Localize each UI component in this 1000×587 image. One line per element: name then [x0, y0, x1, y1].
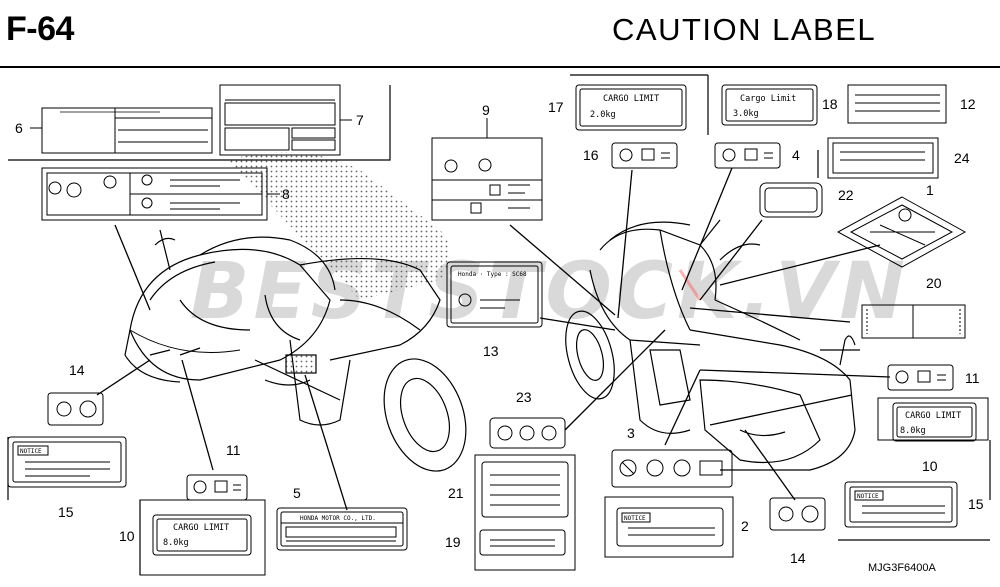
part-number-23: 23: [516, 389, 532, 405]
honda-motor-text: HONDA MOTOR CO., LTD.: [300, 515, 376, 522]
part-number-13: 13: [483, 343, 499, 359]
part-number-19: 19: [445, 534, 461, 550]
page-title: CAUTION LABEL: [612, 12, 877, 47]
label-part-3: [611, 449, 733, 488]
weight-text-17: 2.0kg: [590, 110, 616, 120]
part-number-2: 2: [741, 518, 749, 534]
part-number-8: 8: [282, 186, 290, 202]
notice-text-15-left: NOTICE: [20, 448, 42, 455]
part-number-7: 7: [356, 112, 364, 128]
part-number-10-right: 10: [922, 458, 938, 474]
label-part-23: [489, 417, 566, 449]
part-number-12: 12: [960, 96, 976, 112]
label-part-20: [861, 304, 966, 339]
motorcycle-left-illustration: [124, 152, 467, 472]
header-divider: [0, 66, 1000, 68]
label-part-9: [431, 137, 543, 221]
label-part-15-left: [7, 436, 127, 488]
notice-text-15-right: NOTICE: [857, 493, 879, 500]
part-number-1: 1: [926, 182, 934, 198]
part-number-14-left: 14: [69, 362, 85, 378]
label-part-21: [474, 454, 576, 571]
part-number-18: 18: [822, 96, 838, 112]
label-part-7: [219, 84, 341, 156]
part-number-10-left: 10: [119, 528, 135, 544]
part-number-6: 6: [15, 120, 23, 136]
part-number-3: 3: [627, 425, 635, 441]
honda-type-text: Honda · Type : SC68: [458, 271, 527, 278]
part-number-22: 22: [838, 187, 854, 203]
diagram-code: MJG3F6400A: [868, 562, 936, 574]
part-number-24: 24: [954, 150, 970, 166]
label-part-8: [41, 167, 268, 221]
label-part-24: [827, 137, 939, 179]
label-part-19: [479, 529, 566, 556]
part-number-21: 21: [448, 485, 464, 501]
part-number-11-right: 11: [965, 370, 980, 386]
part-number-15-right: 15: [968, 496, 984, 512]
label-part-10-right: [877, 397, 989, 442]
label-part-4: [714, 142, 781, 169]
weight-text-10-right: 8.0kg: [900, 426, 926, 436]
part-number-5: 5: [293, 485, 301, 501]
label-part-11-left: [186, 474, 248, 501]
cargo-limit-text-17: CARGO LIMIT: [603, 94, 659, 104]
label-part-15-right: [844, 481, 958, 528]
page-code: F-64: [6, 10, 74, 48]
leader-lines: [96, 167, 891, 511]
part-number-9: 9: [482, 102, 490, 118]
label-part-1: [836, 196, 967, 268]
part-number-4: 4: [792, 147, 800, 163]
part-number-16: 16: [583, 147, 599, 163]
cargo-limit-text-10-left: CARGO LIMIT: [173, 523, 229, 533]
part-number-17: 17: [548, 99, 564, 115]
label-part-17: [575, 84, 687, 131]
label-part-10-left: [139, 499, 266, 576]
notice-text-2: NOTICE: [624, 515, 646, 522]
label-part-6: [41, 107, 213, 154]
label-part-22: [759, 182, 823, 218]
cargo-limit-text-10-right: CARGO LIMIT: [905, 411, 961, 421]
cargo-limit-text-18: Cargo Limit: [740, 94, 796, 104]
label-part-14-right: [769, 497, 826, 531]
part-number-14-right: 14: [790, 550, 806, 566]
weight-text-10-left: 8.0kg: [163, 538, 189, 548]
label-part-13: [446, 261, 543, 328]
watermark: BESTSTOCK.VN: [190, 247, 909, 337]
label-part-11-right: [887, 364, 954, 391]
label-part-18: [721, 84, 818, 126]
motorcycle-right-illustration: [565, 219, 860, 471]
part-number-11-left: 11: [226, 442, 241, 458]
label-part-5: [276, 507, 408, 551]
part-number-15-left: 15: [58, 504, 74, 520]
weight-text-18: 3.0kg: [733, 109, 759, 119]
label-part-14-left: [47, 392, 104, 426]
label-part-12: [847, 84, 947, 124]
part-number-20: 20: [926, 275, 942, 291]
label-part-2: [604, 496, 734, 558]
label-part-16: [611, 142, 678, 169]
